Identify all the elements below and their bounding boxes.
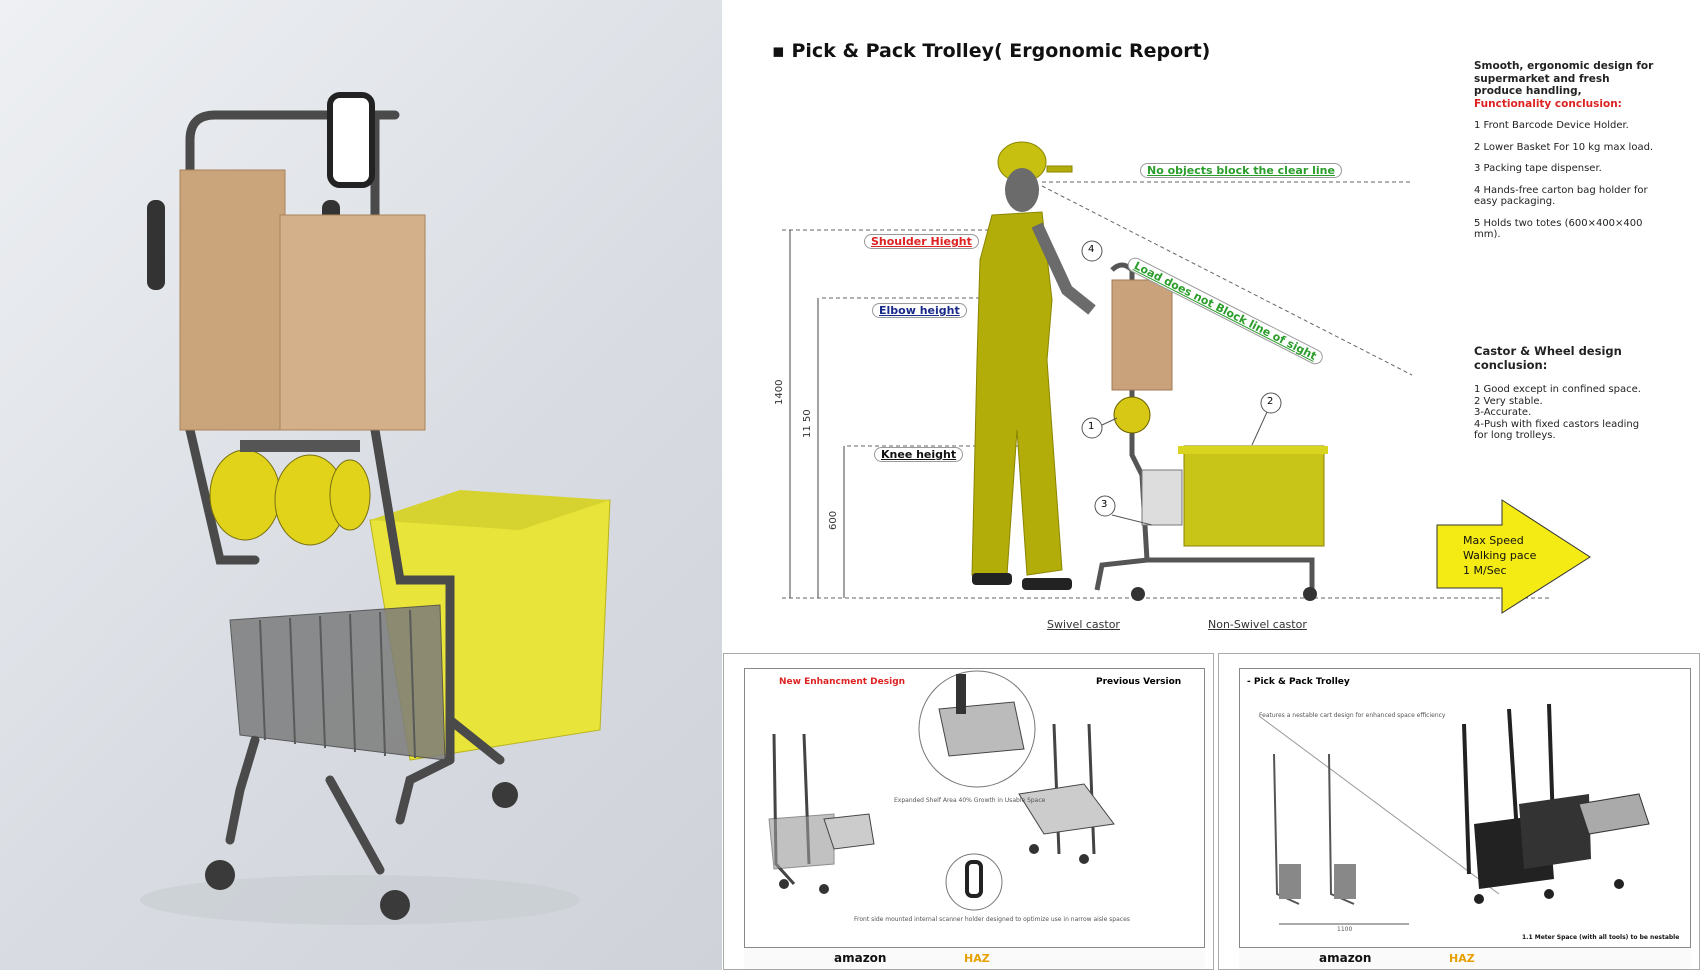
trolley-render [0,0,722,970]
scanner-note: Front side mounted internal scanner hold… [854,916,1130,923]
new-design-label: New Enhancment Design [779,677,906,687]
functionality-heading: Functionality conclusion: [1474,97,1622,110]
title-block: amazon HAZ [1239,947,1691,969]
dimension-1100: 1100 [1337,926,1353,933]
drawing-sheet-enhancement: New Enhancment Design Previous Version E… [723,653,1214,970]
nest-note: Features a nestable cart design for enha… [1259,712,1446,719]
dimension-1400: 1400 [774,379,785,405]
func-item: 3 Packing tape dispenser. [1474,163,1602,174]
castor-conclusion: Castor & Wheel design conclusion: 1 Good… [1474,345,1649,442]
callout-3: 3 [1101,499,1108,510]
castor-heading: Castor & Wheel design conclusion: [1474,344,1622,372]
shoulder-height-label: Shoulder Hieght [864,234,979,249]
trolley-3d-illustration [140,92,611,925]
shelf-note: Expanded Shelf Area 40% Growth in Usable… [894,797,1046,804]
func-item: 2 Lower Basket For 10 kg max load. [1474,141,1654,153]
functionality-conclusion: Smooth, ergonomic design for supermarket… [1474,60,1654,241]
arrow-line-1: Max Speed [1463,534,1524,547]
callout-2: 2 [1267,396,1274,407]
sheet-title: - Pick & Pack Trolley [1247,677,1350,687]
space-note: 1.1 Meter Space (with all tools) to be n… [1522,934,1680,941]
callout-1: 1 [1088,421,1095,432]
speed-arrow [1436,499,1591,614]
arrow-line-2: Walking pace [1463,548,1537,562]
non-swivel-castor-label: Non-Swivel castor [1208,618,1307,631]
castor-item: 3-Accurate. [1474,407,1532,418]
elbow-height-label: Elbow height [872,303,967,318]
dimension-600: 600 [828,510,839,530]
func-item: 5 Holds two totes (600×400×400 mm). [1474,217,1643,241]
swivel-castor-label: Swivel castor [1047,618,1120,631]
castor-item: 2 Very stable. [1474,395,1543,407]
drawing-sheet-nesting: - Pick & Pack Trolley Features a nestabl… [1218,653,1700,970]
ergonomic-report: ▪ Pick & Pack Trolley( Ergonomic Report)… [722,0,1700,650]
enhancement-drawings [768,670,1115,911]
amazon-logo: amazon [834,951,887,965]
previous-version-label: Previous Version [1096,677,1182,687]
haz-logo: HAZ [1449,952,1475,965]
knee-height-label: Knee height [874,447,964,462]
nesting-drawings [1258,703,1650,925]
amazon-logo: amazon [1319,951,1372,965]
worker-figure [971,141,1096,576]
ergonomic-diagram [782,141,1591,614]
castor-item: 4-Push with fixed castors leading for lo… [1474,418,1640,442]
barcode-holder [327,92,375,188]
clear-line-label: No objects block the clear line [1140,163,1342,178]
callout-4: 4 [1088,244,1095,255]
title-block: amazon HAZ [744,947,1205,969]
castor-item: 1 Good except in confined space. [1474,384,1641,395]
haz-logo: HAZ [964,952,990,965]
dimension-1150: 11 50 [802,409,813,438]
arrow-line-3: 1 M/Sec [1463,563,1507,577]
intro-text: Smooth, ergonomic design for supermarket… [1474,60,1654,97]
left-handle [147,200,165,290]
report-title: ▪ Pick & Pack Trolley( Ergonomic Report) [772,40,1211,62]
func-item: 1 Front Barcode Device Holder. [1474,120,1629,131]
func-item: 4 Hands-free carton bag holder for easy … [1474,184,1648,208]
speed-arrow-text: Max Speed Walking pace 1 M/Sec [1463,534,1536,579]
